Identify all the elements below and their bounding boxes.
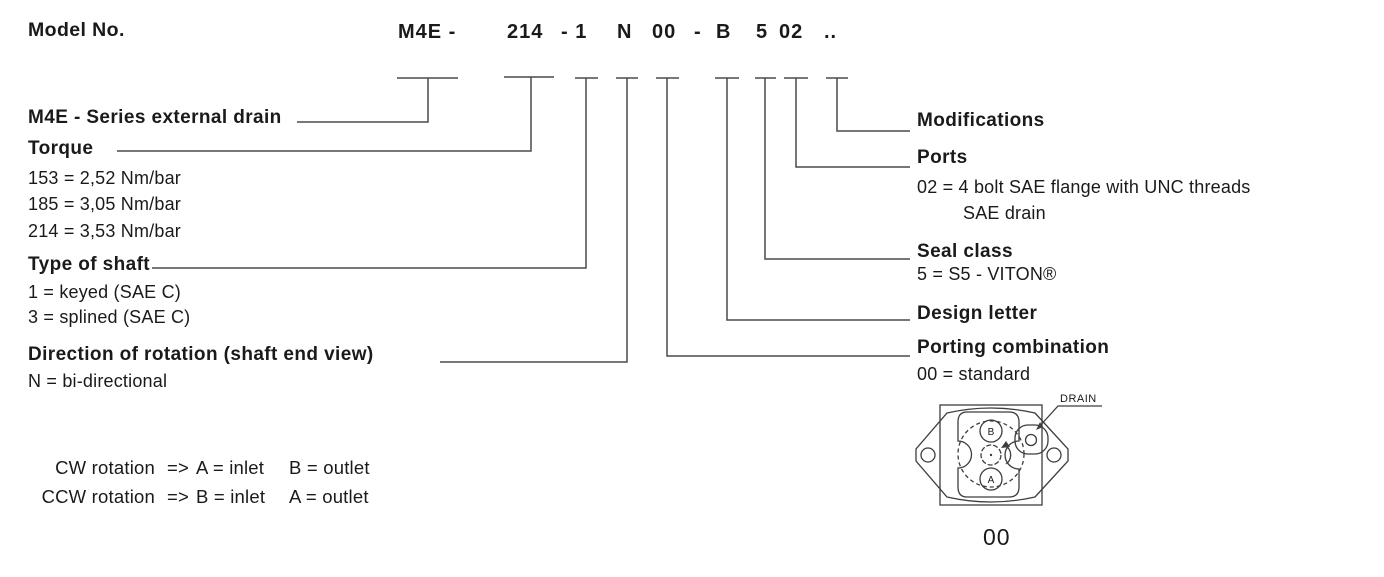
rotation-legend-row-cw: CW rotation => A = inlet B = outlet (30, 457, 370, 479)
connector-series (297, 77, 458, 123)
legend-arrow: => (167, 486, 190, 507)
model-segment-porting: 00 (652, 21, 677, 43)
port-b-circle (979, 419, 1003, 443)
model-segment-ports: 02 (779, 21, 804, 43)
porting-title: Porting combination (917, 337, 1110, 358)
torque-item: 185 = 3,05 Nm/bar (28, 194, 181, 214)
legend-inlet: B = inlet (196, 486, 266, 507)
flange-outline (915, 407, 1069, 503)
drain-label: DRAIN (1060, 393, 1097, 405)
connector-rotation (440, 77, 638, 363)
model-segment-shaft: - 1 (561, 21, 588, 43)
shaft-item: 3 = splined (SAE C) (28, 307, 191, 327)
ports-item: SAE drain (963, 203, 1046, 223)
rotation-title: Direction of rotation (shaft end view) (28, 344, 374, 365)
seal-item: 5 = S5 - VITON® (917, 264, 1057, 284)
porting-item: 00 = standard (917, 364, 1031, 384)
drain-tab (1014, 424, 1049, 455)
port-b-label: B (988, 427, 995, 438)
torque-title: Torque (28, 138, 94, 159)
model-segment-torque: 214 (507, 21, 544, 43)
model-segment-rotation: N (617, 21, 633, 43)
flange-square (939, 404, 1043, 506)
rotation-arrow-arc (1005, 445, 1012, 465)
drain-leader-line (1037, 405, 1102, 429)
rotation-item: N = bi-directional (28, 371, 168, 391)
connector-porting-comb (656, 77, 910, 357)
shaft-center-dot (989, 453, 993, 457)
drain-hole (1024, 433, 1038, 447)
legend-arrow: => (167, 457, 190, 478)
pilot-circle-dashed (957, 420, 1025, 488)
port-a-circle (979, 467, 1003, 491)
rotation-arrow-head (1001, 441, 1010, 448)
housing-outline (957, 411, 1020, 498)
modifications-title: Modifications (917, 110, 1045, 131)
flange-caption: 00 (983, 524, 1011, 550)
bolt-hole-left (920, 447, 936, 463)
shaft-item: 1 = keyed (SAE C) (28, 282, 181, 302)
legend-inlet: A = inlet (196, 457, 265, 478)
shaft-title: Type of shaft (28, 254, 151, 275)
legend-direction: CCW rotation (41, 486, 155, 507)
model-no-label: Model No. (28, 19, 125, 41)
bolt-hole-right (1046, 447, 1062, 463)
model-segment-dash: - (694, 21, 702, 43)
design-title: Design letter (917, 303, 1038, 324)
model-segment-design: B (716, 21, 732, 43)
legend-outlet: B = outlet (289, 457, 370, 478)
shaft-circle (980, 444, 1002, 466)
connector-modifications (826, 77, 910, 132)
ports-title: Ports (917, 147, 968, 168)
model-segment-seal: 5 (756, 21, 769, 43)
torque-item: 214 = 3,53 Nm/bar (28, 221, 181, 241)
model-segment-mods: .. (824, 21, 838, 43)
legend-direction: CW rotation (55, 457, 155, 478)
series-title: M4E - Series external drain (28, 107, 282, 128)
torque-item: 153 = 2,52 Nm/bar (28, 168, 181, 188)
model-segment-series: M4E - (398, 21, 457, 43)
connector-design-letter (715, 77, 910, 321)
drain-leader-arrowhead (1036, 422, 1043, 430)
rotation-legend-row-ccw: CCW rotation => B = inlet A = outlet (30, 486, 369, 508)
ports-item: 02 = 4 bolt SAE flange with UNC threads (917, 177, 1251, 197)
legend-outlet: A = outlet (289, 486, 369, 507)
connector-seal-class (755, 77, 910, 260)
port-a-label: A (988, 475, 995, 486)
seal-title: Seal class (917, 241, 1013, 262)
connector-ports (784, 77, 910, 168)
